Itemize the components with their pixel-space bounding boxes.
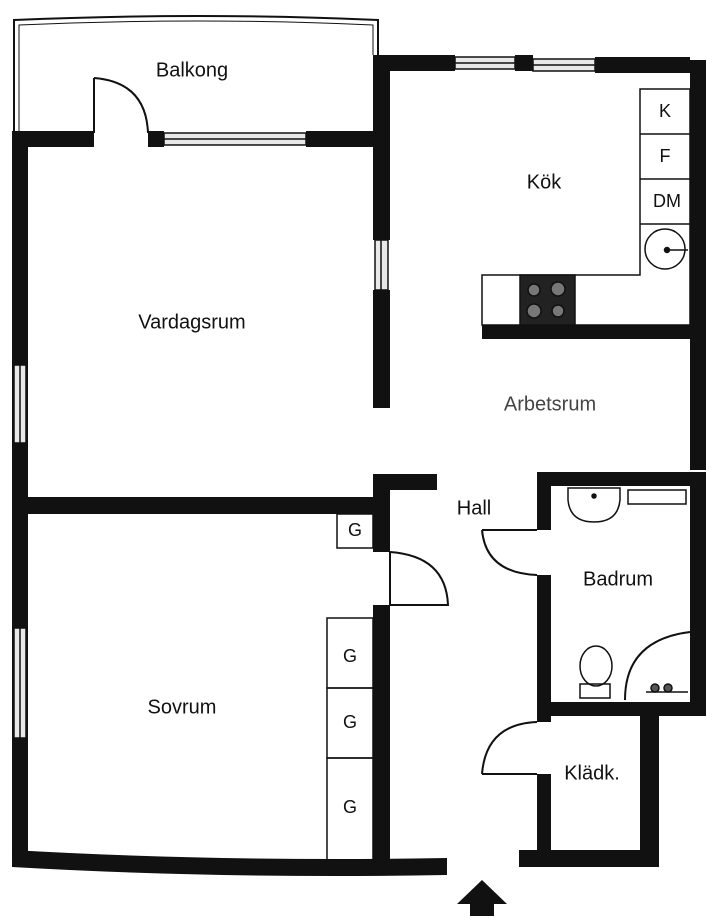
wall-living-kitchen-bottom <box>373 290 390 408</box>
kitchen-fixtures <box>481 88 691 326</box>
wall-kitchen-top-c <box>595 57 690 73</box>
wardrobes <box>326 513 374 861</box>
wall-bath-bottom <box>537 702 706 716</box>
wardrobe-label-hall: G <box>348 520 362 540</box>
door-bedroom <box>389 551 450 606</box>
wall-living-bedroom <box>14 497 390 514</box>
door-balcony <box>93 77 149 134</box>
shower-tap-icon <box>646 683 688 693</box>
wall-right-upper <box>690 60 706 470</box>
entrance-arrow-icon <box>457 880 507 916</box>
wall-top-living-a <box>12 131 94 147</box>
bathroom-fixtures <box>567 487 688 699</box>
windows <box>13 56 596 739</box>
wall-bath-left-b <box>537 575 551 719</box>
room-label-kok: Kök <box>527 171 562 193</box>
room-label-kladk: Klädk. <box>564 762 620 784</box>
room-label-badrum: Badrum <box>583 568 653 590</box>
counter-shelf <box>627 489 687 505</box>
window-living-left <box>13 364 27 444</box>
wall-bath-top <box>537 472 706 486</box>
doors <box>93 77 691 775</box>
appliance-label-diskmaskin: DM <box>653 191 681 211</box>
room-label-balkong: Balkong <box>156 59 228 81</box>
window-kitchen-1 <box>454 56 516 70</box>
appliance-label-frys: F <box>660 146 671 166</box>
wall-bedroom-hall-a <box>373 514 390 552</box>
wall-bottom-left <box>12 850 447 876</box>
wall-top-living-c <box>306 131 388 147</box>
door-shower <box>624 631 691 701</box>
wall-living-kitchen-top <box>373 55 390 240</box>
wall-kitchen-counter <box>482 325 697 339</box>
wall-closet-left-a <box>537 702 551 722</box>
kitchen-counter <box>481 88 691 326</box>
room-label-hall: Hall <box>457 497 491 519</box>
wall-bath-right <box>690 472 706 716</box>
wardrobe-bedroom-3 <box>326 757 374 861</box>
wall-closet-left-b <box>537 774 551 867</box>
door-closet <box>481 721 538 775</box>
appliance-label-kyl: K <box>659 101 671 121</box>
wall-kitchen-top-a <box>373 55 455 71</box>
wall-closet-right <box>640 702 659 867</box>
window-inner-living-kitchen <box>374 239 389 291</box>
sink-icon <box>644 228 688 270</box>
room-label-sovrum: Sovrum <box>148 696 217 718</box>
balcony <box>13 15 379 133</box>
wall-hall-stub-vert <box>373 474 390 514</box>
wall-bottom-right <box>519 850 659 867</box>
washbasin-icon <box>567 487 621 523</box>
wall-bedroom-hall-b <box>373 605 390 865</box>
window-kitchen-2 <box>532 58 596 72</box>
door-bathroom <box>481 529 538 576</box>
stove-icon <box>519 274 576 326</box>
walls <box>12 55 706 876</box>
room-label-arbetsrum: Arbetsrum <box>504 393 596 415</box>
wardrobe-label-3: G <box>343 797 357 817</box>
wall-top-living-b <box>148 131 164 147</box>
window-living-top <box>163 132 307 146</box>
window-bedroom-left <box>13 627 27 739</box>
wardrobe-label-1: G <box>343 646 357 666</box>
toilet-icon <box>579 645 613 699</box>
wall-kitchen-top-b <box>515 55 533 71</box>
wardrobe-label-2: G <box>343 712 357 732</box>
wall-bath-left-a <box>537 472 551 530</box>
wardrobe-hall <box>336 513 374 549</box>
room-label-vardagsrum: Vardagsrum <box>138 311 245 333</box>
